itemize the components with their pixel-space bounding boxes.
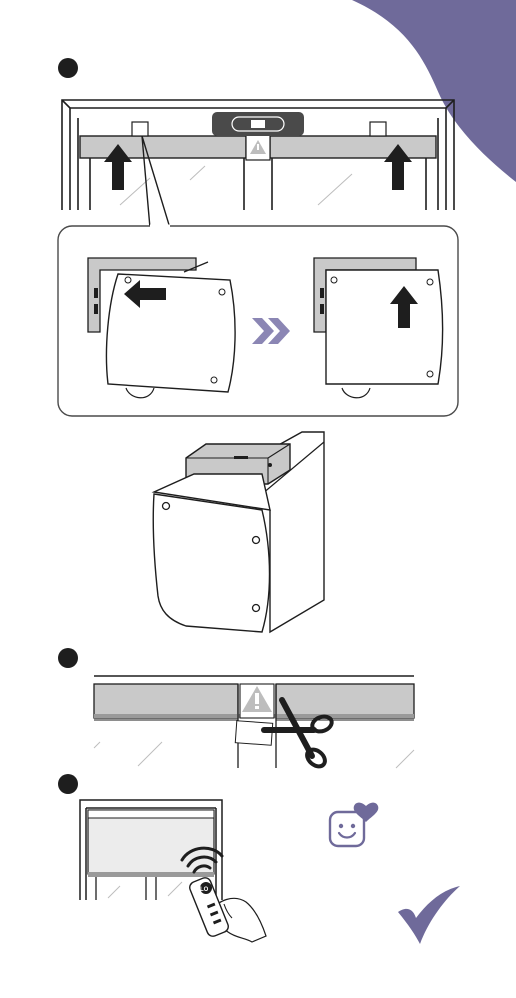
- remote-logo: LO: [200, 887, 209, 893]
- shade-fabric-lowered: [88, 810, 214, 874]
- checkmark-icon: [398, 886, 460, 944]
- smiley-heart-icon: [330, 803, 378, 846]
